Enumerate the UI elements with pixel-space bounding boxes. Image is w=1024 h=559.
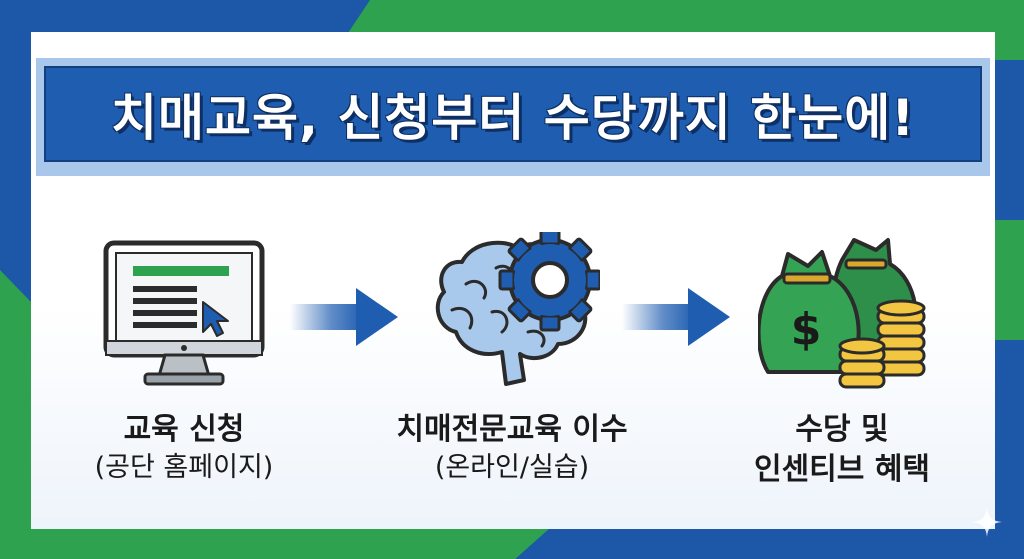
brain-gear-icon: [432, 228, 602, 394]
step-3-title: 수당 및: [795, 412, 889, 447]
svg-text:$: $: [791, 304, 822, 355]
step-3-label: 수당 및 인센티브 혜택: [692, 410, 992, 490]
step-1-label: 교육 신청 (공단 홈페이지): [54, 410, 314, 486]
arrow-right-icon: [622, 286, 732, 352]
step-1-subtitle: (공단 홈페이지): [94, 452, 274, 483]
step-2-subtitle: (온라인/실습): [434, 452, 590, 483]
computer-monitor-icon: [103, 240, 265, 392]
page-title: 치매교육, 신청부터 수당까지 한눈에!: [110, 89, 916, 147]
step-1-title: 교육 신청: [123, 412, 245, 447]
arrow-right-icon: [290, 286, 400, 352]
money-bag-coins-icon: $: [756, 236, 932, 396]
sparkle-icon: [972, 507, 1002, 541]
step-2-label: 치매전문교육 이수 (온라인/실습): [352, 410, 672, 486]
step-2-title: 치매전문교육 이수: [396, 412, 628, 447]
title-banner: 치매교육, 신청부터 수당까지 한눈에!: [44, 66, 982, 162]
step-3-title-line-2: 인센티브 혜택: [753, 452, 931, 487]
